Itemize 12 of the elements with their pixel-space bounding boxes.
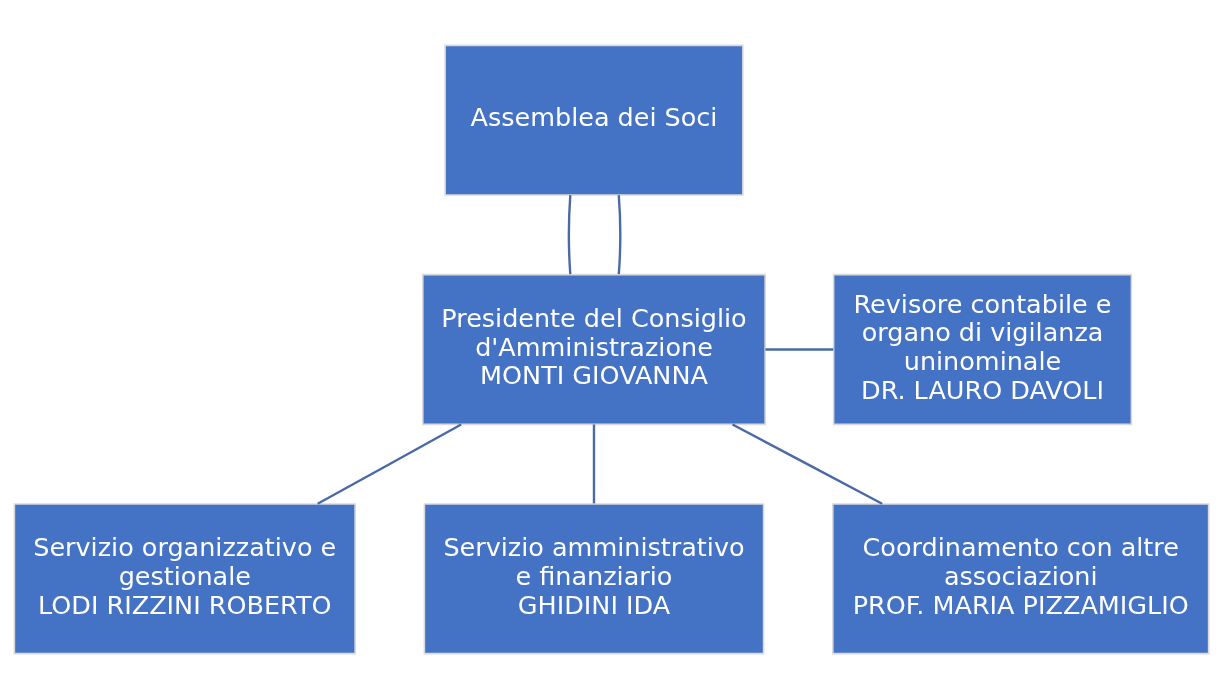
node-box: Revisore contabile e organo di vigilanza uninominale DR. LAURO DAVOLI [832, 273, 1133, 426]
connector [317, 423, 462, 505]
node-box: Servizio amministrativo e finanziario GHIDINI IDA [423, 503, 765, 655]
node-box: Servizio organizzativo e gestionale LODI RIZZINI ROBERTO [13, 503, 356, 655]
connector [765, 348, 834, 351]
connector [567, 195, 572, 275]
connector [617, 195, 622, 275]
node-box: Presidente del Consiglio d'Amministrazione MONTI GIOVANNA [422, 273, 766, 426]
node-box: Coordinamento con altre associazioni PROF. MARIA PIZZAMIGLIO [832, 503, 1210, 655]
node-box: Assemblea dei Soci [444, 44, 744, 196]
connector [592, 424, 596, 504]
connector [731, 423, 883, 505]
